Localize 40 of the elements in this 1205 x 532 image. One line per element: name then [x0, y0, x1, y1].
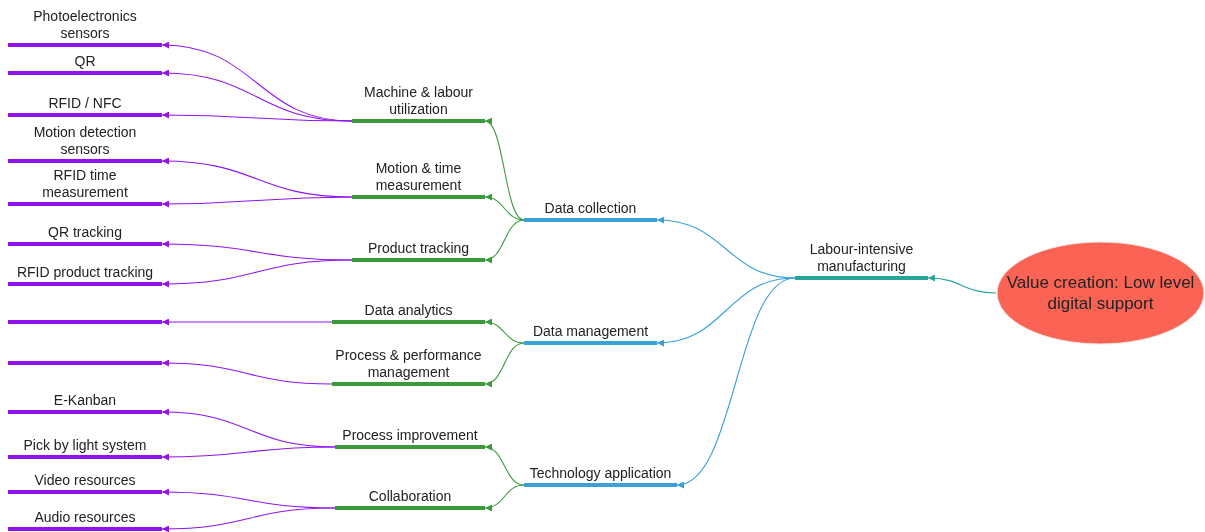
topic-label: Data collection [544, 200, 637, 218]
connector-arrow [161, 318, 333, 326]
topic-label: Data analytics [364, 302, 453, 320]
connector-arrow [484, 194, 525, 221]
topic-label: Technology application [529, 465, 672, 483]
topic-label: QR [74, 53, 96, 71]
topic-label: Labour-intensive manufacturing [808, 241, 915, 276]
topic-label: Pick by light system [23, 437, 147, 455]
topic-label: E-Kanban [53, 392, 117, 410]
connector-arrow [161, 507, 336, 532]
connector-arrow [484, 319, 525, 344]
topic-ellipse [996, 241, 1205, 345]
connector-arrow [161, 259, 353, 288]
connector-arrow [161, 111, 353, 122]
connector-arrow [484, 342, 525, 387]
connector-arrow [484, 484, 525, 511]
connector-arrow [676, 277, 796, 487]
connector-arrow [161, 359, 333, 385]
connector-arrow [927, 274, 997, 294]
topic-label: Data management [532, 323, 649, 341]
topic-label: RFID time measurement [41, 167, 129, 202]
topic-label: Photoelectronics sensors [32, 8, 138, 43]
topic-label: Machine & labour utilization [363, 84, 474, 119]
topic-label: Video resources [34, 472, 136, 490]
topic-label: Process improvement [342, 427, 478, 445]
topic-label: RFID / NFC [48, 95, 122, 113]
connector-arrow [656, 217, 796, 279]
connector-arrow [484, 444, 525, 486]
connector-arrow [161, 446, 336, 461]
topic-label: Collaboration [368, 488, 452, 506]
topic-label: RFID product tracking [16, 264, 154, 282]
connector-arrow [484, 219, 525, 263]
connector-arrow [161, 196, 353, 208]
topic-label: Motion & time measurement [374, 160, 463, 195]
topic-label: Audio resources [34, 509, 136, 527]
topic-label: Value creation: Low level digital support [1006, 271, 1195, 315]
topic-label: QR tracking [48, 224, 122, 242]
topic-label: Motion detection sensors [32, 124, 138, 159]
topic-label: Process & performance management [334, 347, 483, 382]
topic-label: Product tracking [367, 240, 470, 258]
